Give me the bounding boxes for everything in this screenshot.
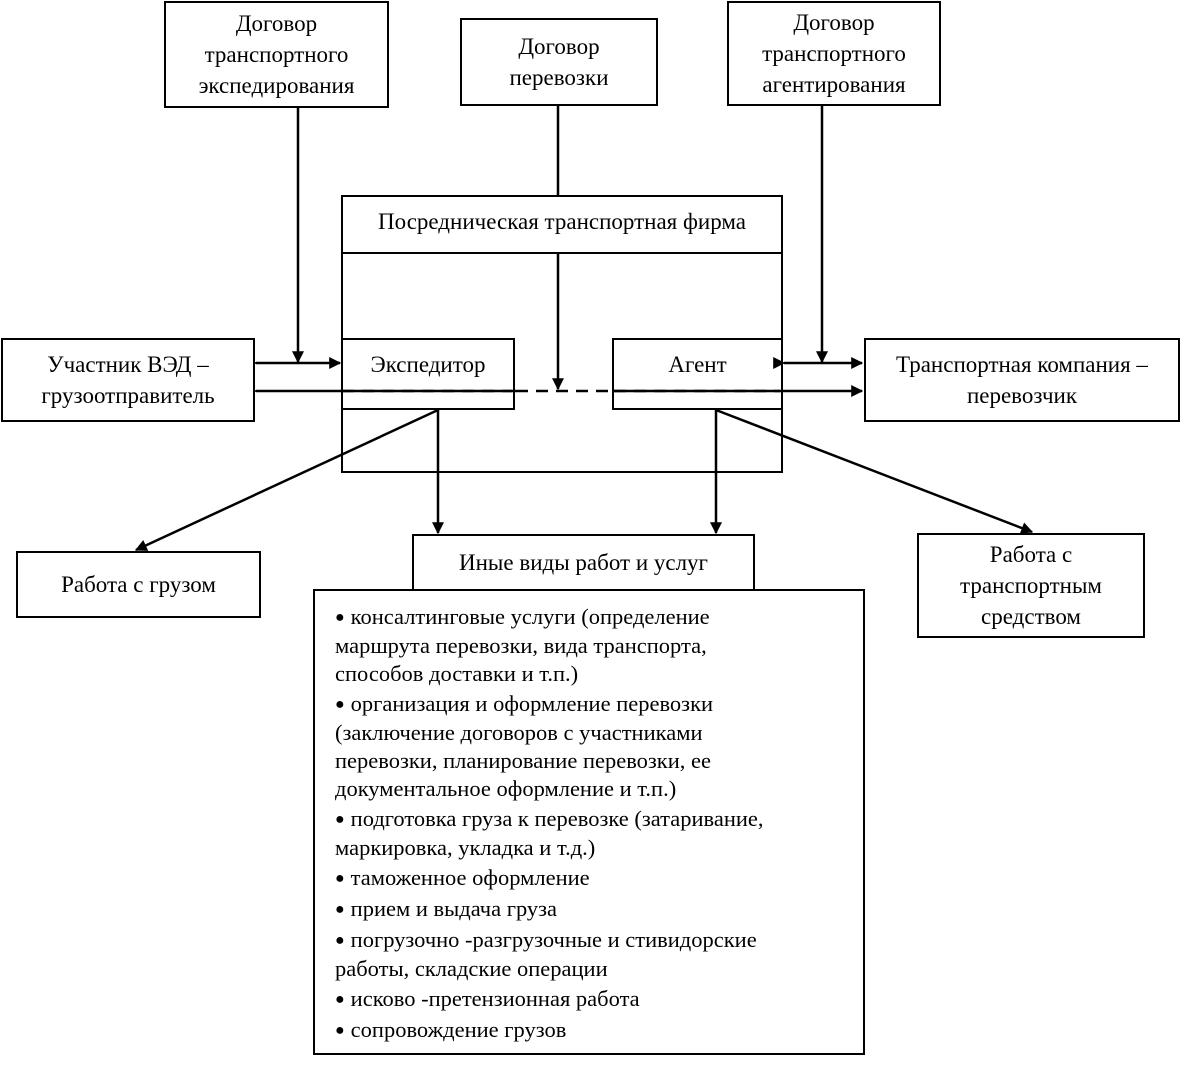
intermediary-firm-title: Посредническая транспортная фирма xyxy=(378,209,746,234)
service-item-customs: ●таможенное оформление xyxy=(335,865,590,890)
other-services-box: Иные виды работ и услуг xyxy=(412,534,755,591)
service-item-escort: ●сопровождение грузов xyxy=(335,1017,567,1042)
shipper-line-2: грузоотправитель xyxy=(41,383,215,408)
bullet-icon: ● xyxy=(335,991,345,1008)
vehicle-work-line-1: Работа с xyxy=(989,542,1073,567)
other-services-label: Иные виды работ и услуг xyxy=(459,550,708,575)
cargo-work-label: Работа с грузом xyxy=(61,572,216,597)
contract-agency-line-3: агентирования xyxy=(762,72,906,97)
arrow-agent-vehicle xyxy=(715,408,1034,534)
arrow-forwarder-cargo xyxy=(134,408,439,552)
contract-agency-line-2: транспортного xyxy=(762,41,906,66)
bullet-icon: ● xyxy=(335,870,345,887)
cargo-work-box: Работа с грузом xyxy=(16,551,261,618)
contract-agency-line-1: Договор xyxy=(793,10,875,35)
service-item-cargo-preparation: ●подготовка груза к перевозке (затариван… xyxy=(335,806,764,860)
bullet-icon: ● xyxy=(335,901,345,918)
bullet-icon: ● xyxy=(335,811,345,828)
service-item-consulting: ●консалтинговые услуги (определение марш… xyxy=(335,604,710,686)
contract-carriage-box: Договор перевозки xyxy=(460,18,658,106)
vehicle-work-line-3: средством xyxy=(981,604,1081,629)
carrier-box: Транспортная компания – перевозчик xyxy=(864,338,1180,422)
contract-forwarding-box: Договор транспортного экспедирования xyxy=(164,1,389,108)
bullet-icon: ● xyxy=(335,932,345,949)
shipper-line-1: Участник ВЭД – xyxy=(47,352,209,377)
vehicle-work-line-2: транспортным xyxy=(960,573,1102,598)
contract-forwarding-line-1: Договор xyxy=(235,11,318,36)
contract-carriage-line-2: перевозки xyxy=(509,65,609,90)
agent-box: Агент xyxy=(612,338,783,410)
agent-label: Агент xyxy=(668,352,727,377)
carrier-line-1: Транспортная компания – xyxy=(896,352,1148,377)
service-item-acceptance: ●прием и выдача груза xyxy=(335,896,558,921)
service-item-organization: ●организация и оформление перевозки (зак… xyxy=(335,691,714,801)
bullet-icon: ● xyxy=(335,1022,345,1039)
shipper-box: Участник ВЭД – грузоотправитель xyxy=(1,338,255,422)
contract-carriage-line-1: Договор xyxy=(518,34,600,59)
contract-agency-box: Договор транспортного агентирования xyxy=(727,1,941,106)
services-list: ●консалтинговые услуги (определение марш… xyxy=(313,589,865,1055)
contract-forwarding-line-3: экспедирования xyxy=(198,73,355,98)
carrier-line-2: перевозчик xyxy=(966,383,1078,408)
service-item-claims: ●исково -претензионная работа xyxy=(335,986,640,1011)
forwarder-box: Экспедитор xyxy=(341,338,515,410)
vehicle-work-box: Работа с транспортным средством xyxy=(917,533,1145,638)
intermediary-firm-divider xyxy=(341,252,783,254)
bullet-icon: ● xyxy=(335,609,345,626)
service-item-loading: ●погрузочно -разгрузочные и стивидорские… xyxy=(335,927,757,981)
forwarder-label: Экспедитор xyxy=(370,352,486,377)
bullet-icon: ● xyxy=(335,696,345,713)
contract-forwarding-line-2: транспортного xyxy=(204,42,349,67)
intermediary-firm-frame xyxy=(341,195,783,473)
